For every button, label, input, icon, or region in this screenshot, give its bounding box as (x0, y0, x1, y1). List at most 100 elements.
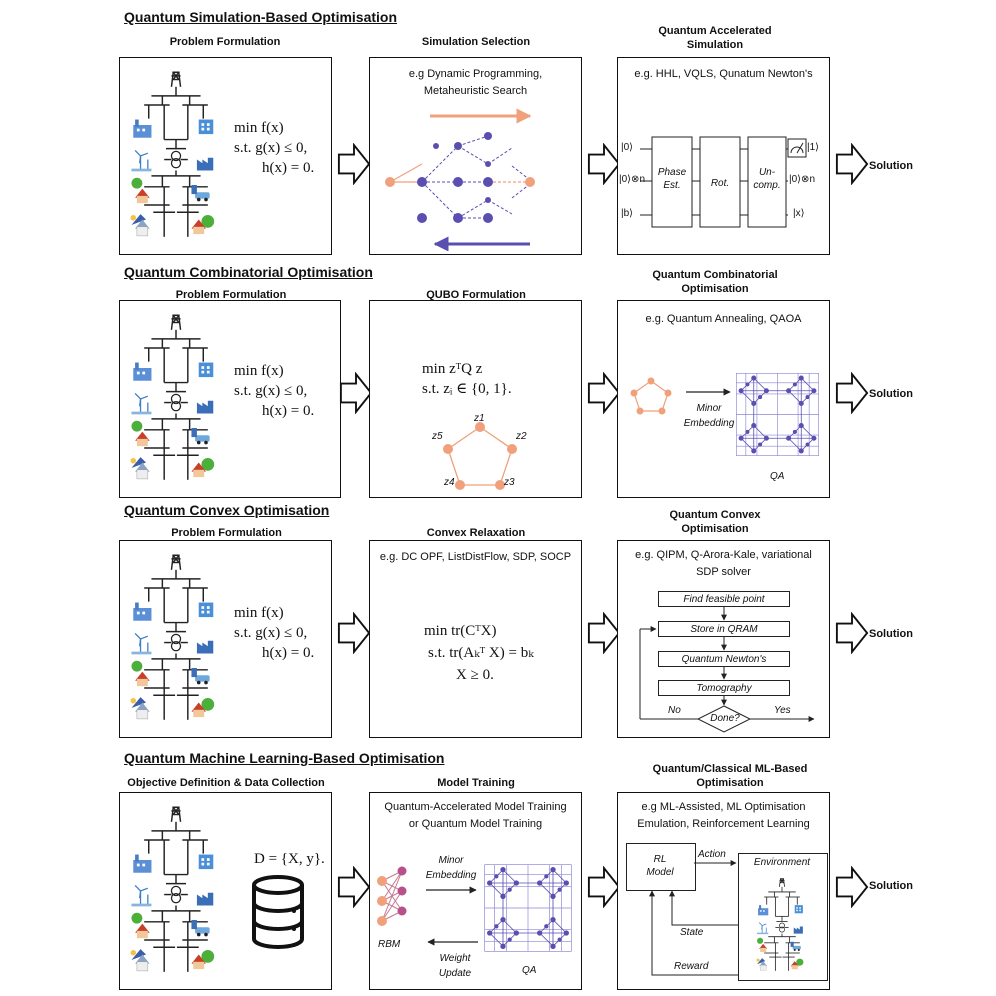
combinatorial-examples: e.g. Quantum Annealing, QAOA (645, 313, 802, 325)
circuit-output-2: |x⟩ (793, 208, 805, 219)
flow-arrow-icon (337, 612, 371, 654)
panel-qubo: min zᵀQ z s.t. zᵢ ∈ {0, 1}. z1 z2 z3 z4 … (369, 300, 582, 498)
chimera-graph-icon (730, 357, 825, 472)
power-grid-icon (754, 873, 810, 977)
col-title-problem: Problem Formulation (175, 289, 287, 301)
convex-solver-examples: e.g. QIPM, Q-Arora-Kale, variational SDP… (635, 549, 812, 578)
col-title-objective-data: Objective Definition & Data Collection (127, 777, 325, 789)
pentagon-graph-icon (630, 377, 672, 415)
circuit-output-1: |0⟩⊗n (789, 174, 816, 185)
qubo-objective: min zᵀQ z (422, 361, 483, 377)
col-title-problem: Problem Formulation (171, 527, 282, 539)
constraint-inequality: s.t. g(x) ≤ 0, (234, 140, 308, 156)
qubo-constraint: s.t. zᵢ ∈ {0, 1}. (422, 381, 512, 397)
pentagon-graph-icon (443, 422, 517, 490)
database-icon (252, 875, 304, 949)
power-grid-icon (126, 303, 226, 493)
rotation-label: Rot. (710, 178, 730, 189)
circuit-examples: e.g. HHL, VQLS, Qunatum Newton's (634, 68, 813, 80)
circuit-input-2: |b⟩ (621, 208, 634, 219)
panel-model-training: Quantum-Accelerated Model Training or Qu… (369, 792, 582, 990)
flow-arrow-icon (835, 866, 869, 908)
section-title-simulation: Quantum Simulation-Based Optimisation (124, 9, 398, 25)
environment-label: Environment (753, 857, 811, 868)
solution-label: Solution (869, 880, 913, 892)
constraint-inequality: s.t. g(x) ≤ 0, (234, 383, 308, 399)
col-title-qubo: QUBO Formulation (426, 289, 526, 301)
solution-label: Solution (869, 160, 913, 172)
section-title-convex: Quantum Convex Optimisation (124, 502, 330, 518)
constraint-equality: h(x) = 0. (262, 160, 315, 176)
solution-label: Solution (869, 388, 913, 400)
sdp-objective: min tr(CᵀX) (424, 623, 497, 639)
col-title-quantum-convex: Quantum Convex Optimisation (669, 509, 761, 535)
rl-loop-connectors (649, 860, 738, 976)
flow-step-newton: Quantum Newton's (658, 651, 790, 667)
col-title-quantum-combinatorial: Quantum Combinatorial Optimisation (652, 269, 778, 295)
col-title-model-training: Model Training (437, 777, 515, 789)
relaxation-examples: e.g. DC OPF, ListDistFlow, SDP, SOCP (379, 551, 572, 563)
constraint-equality: h(x) = 0. (262, 645, 315, 661)
panel-quantum-circuit: e.g. HHL, VQLS, Qunatum Newton's |0⟩ |0⟩… (617, 57, 830, 255)
col-title-problem: Problem Formulation (169, 36, 281, 48)
training-examples: Quantum-Accelerated Model Training or Qu… (384, 801, 567, 830)
qa-label: QA (770, 471, 785, 482)
environment-box (738, 853, 828, 981)
section-title-ml: Quantum Machine Learning-Based Optimisat… (124, 750, 445, 766)
rl-model-box (626, 843, 696, 891)
flow-arrow-icon (337, 143, 371, 185)
flow-step-qram: Store in QRAM (658, 621, 790, 637)
ml-optimisation-examples: e.g ML-Assisted, ML Optimisation Emulati… (637, 801, 810, 830)
search-graph-icon (385, 108, 535, 251)
objective-line: min f(x) (234, 605, 284, 621)
circuit-output-0: |1⟩ (807, 142, 820, 153)
node-z5: z5 (432, 431, 443, 442)
node-z1: z1 (474, 413, 485, 424)
col-title-simulation-selection: Simulation Selection (421, 36, 531, 48)
flow-step-tomography: Tomography (658, 680, 790, 696)
panel-ml-optimisation: e.g ML-Assisted, ML Optimisation Emulati… (617, 792, 830, 990)
panel-simulation-selection: e.g Dynamic Programming, Metaheuristic S… (369, 57, 582, 255)
node-z2: z2 (516, 431, 527, 442)
phase-estimation-label: Phase Est. (657, 167, 687, 191)
flow-yes-label: Yes (774, 705, 791, 716)
rl-model-label: RL Model (646, 854, 674, 878)
sdp-constraint: s.t. tr(Aₖᵀ X) = bₖ (428, 645, 534, 661)
node-z3: z3 (504, 477, 515, 488)
constraint-equality: h(x) = 0. (262, 403, 315, 419)
chimera-graph-icon (478, 853, 578, 963)
rbm-network-icon (377, 866, 407, 926)
power-grid-icon (126, 795, 226, 985)
rbm-label: RBM (378, 939, 401, 950)
panel-convex-relaxation: e.g. DC OPF, ListDistFlow, SDP, SOCP min… (369, 540, 582, 738)
flow-arrow-icon (337, 866, 371, 908)
flow-arrow-icon (587, 372, 621, 414)
simulation-examples: e.g Dynamic Programming, Metaheuristic S… (408, 68, 543, 97)
panel-problem-formulation: min f(x) s.t. g(x) ≤ 0, h(x) = 0. (119, 57, 332, 255)
col-title-convex-relaxation: Convex Relaxation (426, 527, 526, 539)
qa-label: QA (522, 965, 537, 976)
flow-arrow-icon (835, 612, 869, 654)
reward-label: Reward (674, 961, 709, 972)
weight-update-arrow-icon (427, 938, 478, 946)
constraint-inequality: s.t. g(x) ≤ 0, (234, 625, 308, 641)
uncompute-label: Un- comp. (753, 167, 781, 191)
col-title-ml-optimisation: Quantum/Classical ML-Based Optimisation (652, 763, 808, 789)
quantum-circuit-diagram (640, 136, 807, 228)
embedding-arrow-icon (686, 388, 731, 396)
action-label: Action (698, 849, 726, 860)
power-grid-icon (126, 60, 226, 250)
node-z4: z4 (444, 477, 455, 488)
flow-arrow-icon (835, 143, 869, 185)
objective-line: min f(x) (234, 120, 284, 136)
panel-problem-formulation: min f(x) s.t. g(x) ≤ 0, h(x) = 0. (119, 300, 341, 498)
panel-quantum-convex: e.g. QIPM, Q-Arora-Kale, variational SDP… (617, 540, 830, 738)
flow-arrow-icon (587, 866, 621, 908)
flow-arrow-icon (587, 143, 621, 185)
power-grid-icon (126, 543, 226, 733)
flow-no-label: No (668, 705, 681, 716)
